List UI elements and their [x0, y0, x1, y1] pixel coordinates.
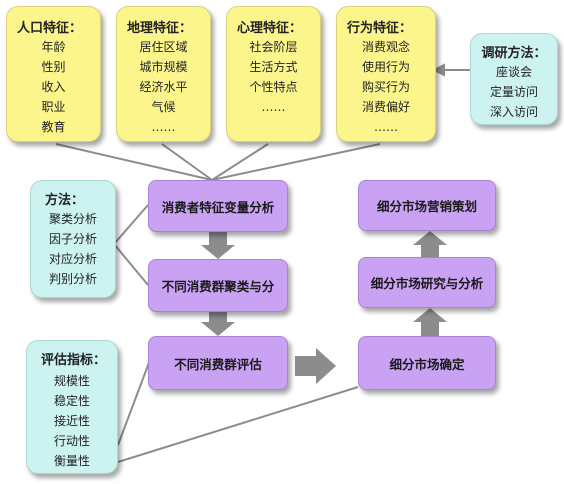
list-item: 购买行为	[361, 80, 410, 94]
analysis-method-list: 聚类分析 因子分析 对应分析 判别分析	[31, 209, 115, 289]
list-item: 城市规模	[139, 60, 188, 74]
psychographic-box: 心理特征： 社会阶层 生活方式 个性特点 ……	[226, 6, 321, 142]
evaluation-index-list: 规模性 稳定性 接近性 行动性 衡量性	[27, 371, 117, 471]
connector-eval-confirm	[117, 386, 359, 463]
list-item: 居住区域	[139, 40, 188, 54]
arrow-confirm-to-research	[413, 308, 447, 336]
arrow-research-to-strategy	[413, 231, 447, 257]
analysis-method-box: 方法： 聚类分析 因子分析 对应分析 判别分析	[30, 180, 116, 298]
list-item: 对应分析	[48, 252, 97, 266]
list-item: 职业	[41, 100, 66, 114]
evaluation-index-title: 评估指标：	[41, 353, 107, 368]
research-method-list: 座谈会 定量访问 深入访问	[471, 62, 557, 122]
connector-eval-evaluation	[117, 359, 151, 446]
connector-psychographic	[211, 143, 269, 181]
demographic-list: 年龄 性别 收入 职业 教育	[7, 37, 100, 137]
demographic-box: 人口特征： 年龄 性别 收入 职业 教育	[6, 6, 101, 142]
connector-method-analysis	[113, 204, 149, 245]
geographic-list: 居住区域 城市规模 经济水平 气候 ……	[117, 37, 210, 137]
list-item: 社会阶层	[249, 40, 298, 54]
list-item: 生活方式	[249, 60, 298, 74]
list-item: ……	[261, 100, 286, 114]
evaluation-index-box: 评估指标： 规模性 稳定性 接近性 行动性 衡量性	[26, 340, 118, 474]
geographic-title: 地理特征：	[127, 21, 193, 36]
list-item: ……	[151, 120, 176, 134]
list-item: 使用行为	[361, 60, 410, 74]
list-item: 判别分析	[48, 272, 97, 286]
behavioral-list: 消费观念 使用行为 购买行为 消费偏好 ……	[337, 37, 435, 137]
list-item: 消费偏好	[361, 100, 410, 114]
arrow-evaluation-to-confirm	[295, 348, 336, 384]
list-item: 稳定性	[53, 394, 90, 408]
psychographic-title: 心理特征：	[237, 21, 303, 36]
list-item: 深入访问	[489, 105, 538, 119]
analysis-method-title: 方法：	[45, 193, 85, 208]
list-item: 气候	[151, 100, 176, 114]
list-item: 收入	[41, 80, 66, 94]
process-group-evaluation: 不同消费群评估	[148, 336, 288, 390]
process-marketing-strategy: 细分市场营销策划	[358, 180, 496, 231]
process-segment-confirm: 细分市场确定	[358, 336, 496, 390]
connector-geographic	[161, 143, 213, 181]
list-item: ……	[374, 120, 398, 134]
list-item: 个性特点	[249, 80, 298, 94]
list-item: 消费观念	[361, 40, 410, 54]
psychographic-list: 社会阶层 生活方式 个性特点 ……	[227, 37, 320, 117]
behavioral-box: 行为特征： 消费观念 使用行为 购买行为 消费偏好 ……	[336, 6, 436, 142]
list-item: 因子分析	[48, 232, 97, 246]
process-variable-analysis: 消费者特征变量分析	[148, 180, 288, 232]
list-item: 经济水平	[139, 80, 188, 94]
list-item: 规模性	[53, 374, 90, 388]
list-item: 定量访问	[489, 85, 538, 99]
demographic-title: 人口特征：	[17, 21, 83, 36]
list-item: 接近性	[53, 414, 90, 428]
arrow-analysis-to-clustering	[201, 232, 235, 259]
list-item: 聚类分析	[48, 212, 97, 226]
arrow-clustering-to-evaluation	[201, 312, 235, 336]
arrowhead-research	[431, 63, 445, 77]
list-item: 教育	[41, 120, 66, 134]
geographic-box: 地理特征： 居住区域 城市规模 经济水平 气候 ……	[116, 6, 211, 142]
list-item: 年龄	[41, 40, 66, 54]
list-item: 行动性	[53, 434, 90, 448]
connector-demographic	[55, 143, 213, 181]
connector-behavioral	[211, 143, 381, 181]
process-group-clustering: 不同消费群聚类与分	[148, 259, 288, 312]
list-item: 性别	[41, 60, 66, 74]
research-method-box: 调研方法： 座谈会 定量访问 深入访问	[470, 33, 558, 125]
process-segment-research: 细分市场研究与分析	[358, 257, 496, 308]
behavioral-title: 行为特征：	[347, 21, 413, 36]
list-item: 座谈会	[495, 65, 532, 79]
research-method-title: 调研方法：	[481, 46, 547, 61]
list-item: 衡量性	[53, 454, 90, 468]
connector-method-clustering	[113, 243, 149, 286]
